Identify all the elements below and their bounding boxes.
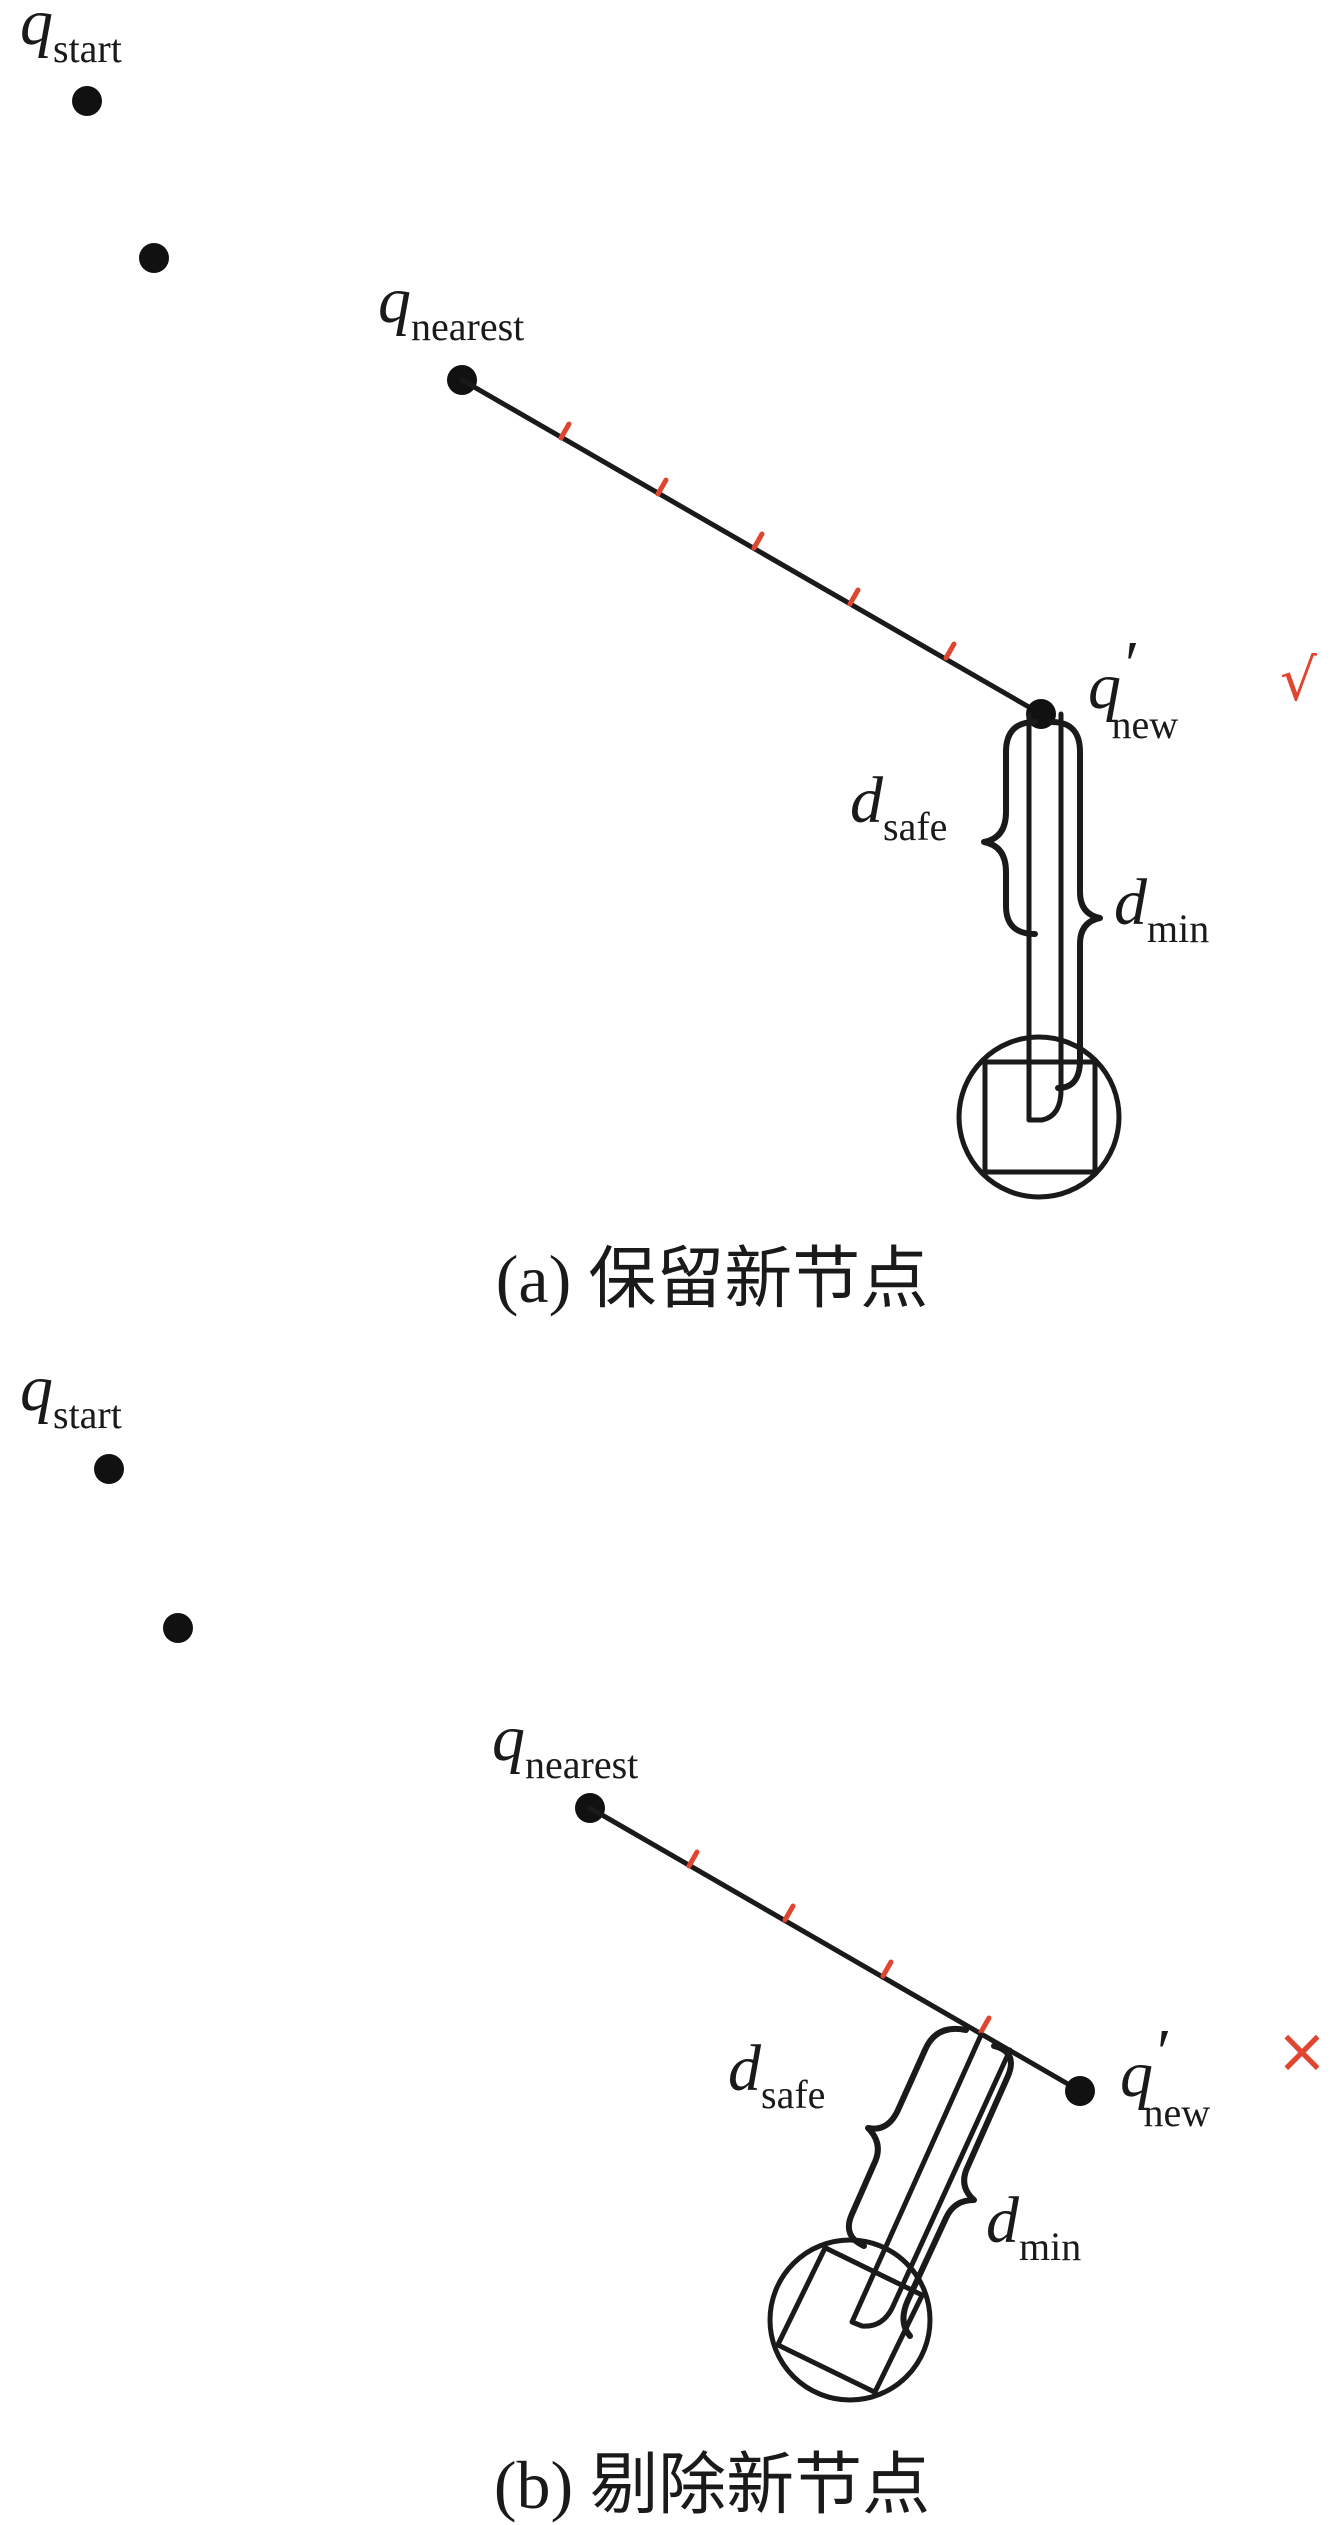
d-min-subscript: min [1019, 2224, 1081, 2269]
d-min-brace [1049, 719, 1103, 1091]
d-safe-symbol: d [728, 2032, 762, 2105]
d-safe-brace [846, 2026, 969, 2249]
q-nearest-symbol: q [378, 264, 411, 337]
q-start-label: qstart [20, 0, 122, 71]
d-min-symbol: d [1114, 866, 1148, 939]
d-min-label: dmin [986, 2184, 1081, 2269]
keep-check-mark: √ [1280, 646, 1317, 714]
q-new-subscript: new [1143, 2090, 1210, 2135]
q-nearest-subscript: nearest [525, 1742, 638, 1787]
q-new-symbol: q [1088, 650, 1121, 723]
check-tick [751, 531, 765, 551]
d-min-subscript: min [1147, 906, 1209, 951]
d-min-symbol: d [986, 2184, 1020, 2257]
d-safe-brace [981, 719, 1038, 937]
d-min-label: dmin [1114, 866, 1209, 951]
extension-edge [459, 377, 1044, 717]
q-start-subscript: start [53, 1392, 122, 1437]
panel-a: qstart qnearest q′new √ [20, 0, 1317, 1317]
collision-check-ticks [558, 421, 957, 661]
extension-edge [587, 1805, 1083, 2094]
reject-cross-mark: × [1276, 2014, 1328, 2087]
panel-b: qstart qnearest q′new × [20, 1352, 1328, 2523]
check-tick [847, 587, 861, 607]
check-tick [558, 421, 572, 441]
check-tick [880, 1959, 894, 1979]
tree-node [163, 1613, 193, 1643]
d-safe-subscript: safe [761, 2072, 825, 2117]
start-node [94, 1454, 124, 1484]
tree-node [139, 243, 169, 273]
distance-ruler [849, 2032, 1013, 2329]
q-new-label: q′new [1120, 2016, 1210, 2135]
start-node [72, 86, 102, 116]
q-new-subscript: new [1111, 702, 1178, 747]
check-tick [655, 477, 669, 497]
q-new-symbol: q [1120, 2038, 1153, 2111]
q-nearest-label: qnearest [378, 264, 524, 349]
distance-ruler [1026, 711, 1064, 1123]
q-nearest-label: qnearest [492, 1702, 638, 1787]
q-start-subscript: start [53, 26, 122, 71]
check-tick [782, 1903, 796, 1923]
obstacle-circle [767, 2237, 933, 2403]
check-tick [943, 641, 957, 661]
q-new-label: q′new [1088, 628, 1178, 747]
q-nearest-symbol: q [492, 1702, 525, 1775]
caption-b: (b) 剔除新节点 [494, 2447, 930, 2523]
obstacle [956, 1034, 1122, 1200]
d-safe-label: dsafe [850, 764, 947, 849]
q-start-label: qstart [20, 1352, 122, 1437]
check-tick [686, 1849, 700, 1869]
q-start-symbol: q [20, 1352, 53, 1425]
collision-check-ticks [686, 1849, 992, 2035]
q-new-prime: ′ [1157, 2016, 1171, 2089]
d-min-brace [900, 2043, 1014, 2339]
new-node [1065, 2076, 1095, 2106]
d-safe-label: dsafe [728, 2032, 825, 2117]
caption-a: (a) 保留新节点 [496, 1241, 928, 1317]
d-safe-symbol: d [850, 764, 884, 837]
obstacle-box [982, 1059, 1098, 1175]
check-tick [978, 2015, 992, 2035]
q-new-prime: ′ [1125, 628, 1139, 701]
q-start-symbol: q [20, 0, 53, 59]
obstacle-circle [956, 1034, 1122, 1200]
q-nearest-subscript: nearest [411, 304, 524, 349]
d-safe-subscript: safe [883, 804, 947, 849]
